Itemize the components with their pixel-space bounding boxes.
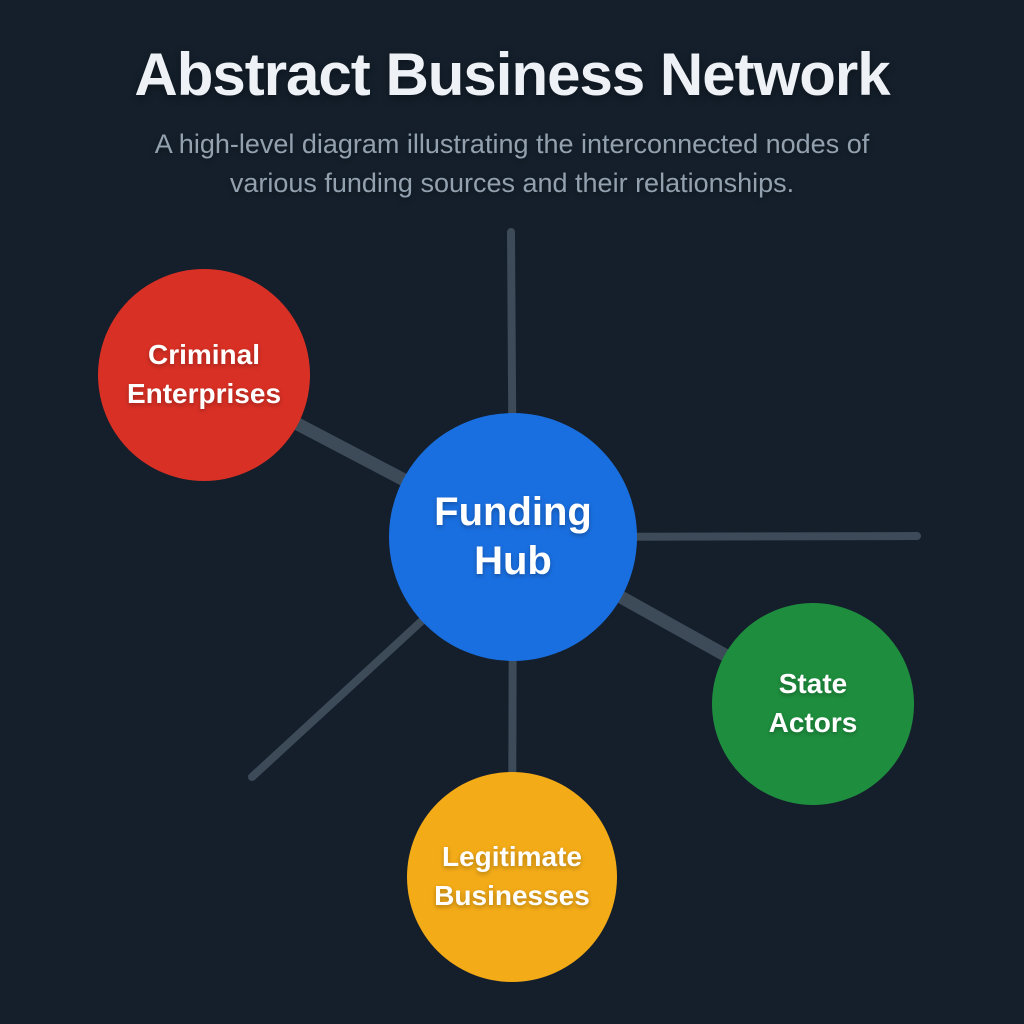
node-label-state-actors: State Actors <box>768 668 858 738</box>
page-title: Abstract Business Network <box>134 41 890 108</box>
node-legitimate-businesses: Legitimate Businesses <box>407 772 617 982</box>
page-subtitle: A high-level diagram illustrating the in… <box>154 129 870 199</box>
node-label-criminal-enterprises: Criminal Enterprises <box>126 339 282 409</box>
header: Abstract Business Network A high-level d… <box>0 40 1024 203</box>
node-criminal-enterprises: Criminal Enterprises <box>98 269 310 481</box>
node-funding-hub: Funding Hub <box>389 413 637 661</box>
node-label-funding-hub: Funding Hub <box>434 490 592 583</box>
node-state-actors: State Actors <box>712 603 914 805</box>
node-label-legitimate-businesses: Legitimate Businesses <box>434 841 590 911</box>
